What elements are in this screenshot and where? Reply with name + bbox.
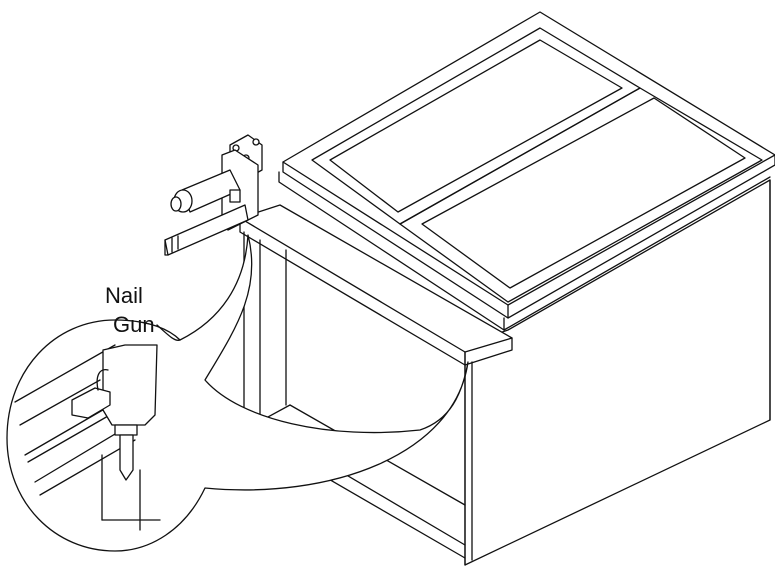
label-line-2: Gun [113,312,155,337]
door-panel-right [399,87,763,303]
cabinet-top [282,11,775,306]
callout-label: Nail Gun [105,283,181,341]
cabinet-body [278,11,775,566]
cabinet-frame [239,204,513,566]
leader-line [156,324,181,341]
zoom-callout [6,234,469,552]
label-line-1: Nail [105,283,143,308]
nail-gun-small [164,134,263,256]
callout-detail [14,344,161,531]
